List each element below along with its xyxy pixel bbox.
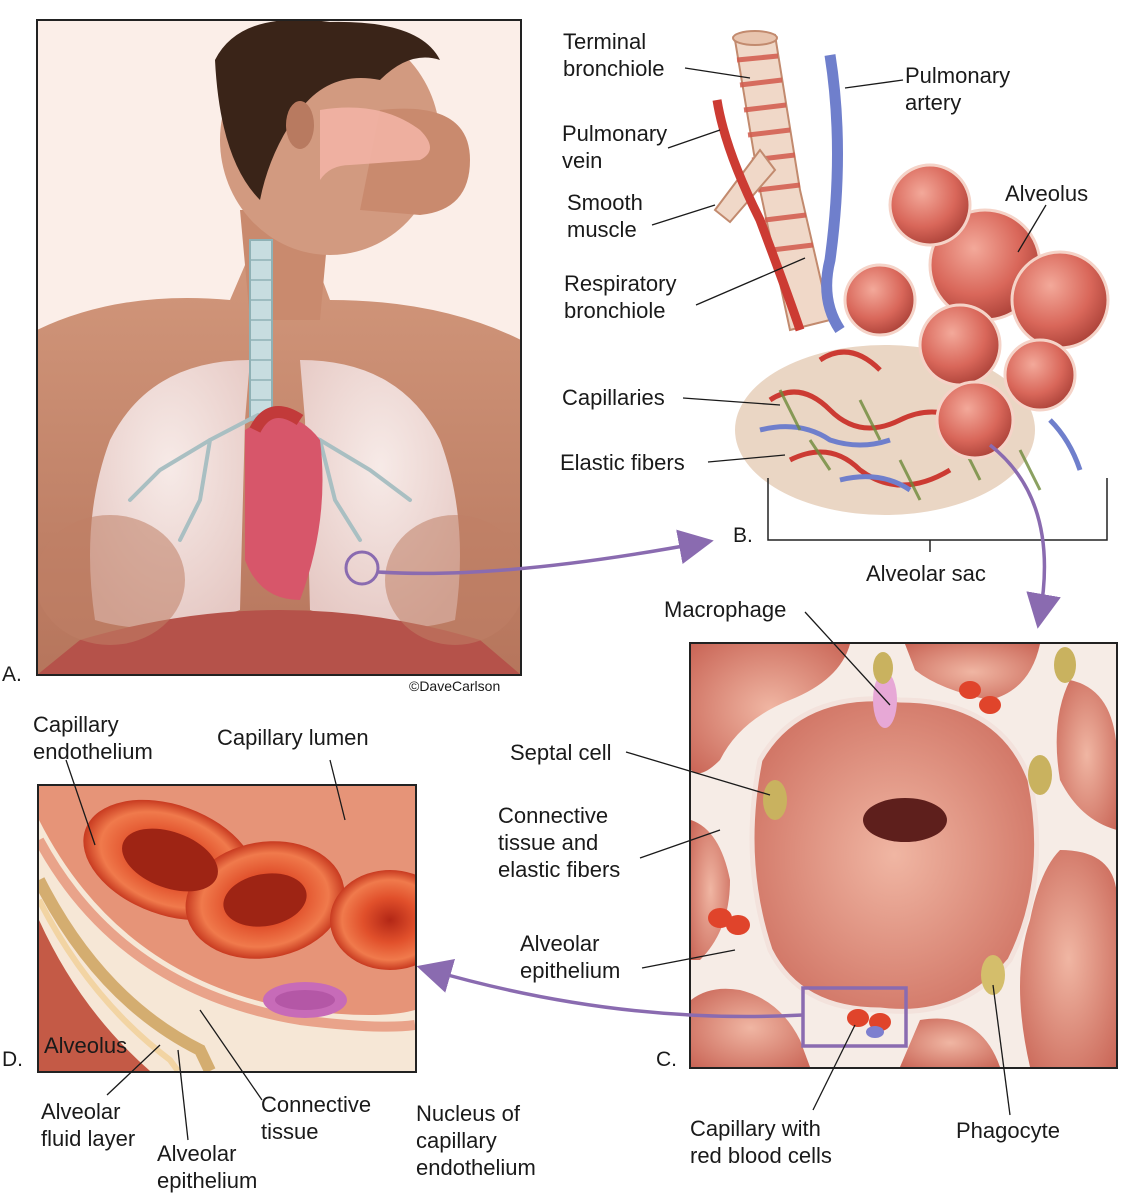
label-alveolar-epithelium-c: Alveolar epithelium: [520, 931, 621, 983]
label-alveolar-fluid-layer: Alveolar fluid layer: [41, 1099, 136, 1151]
leader-lines: [65, 67, 1047, 1141]
label-alveolus-d: Alveolus: [44, 1033, 128, 1058]
panel-label-b: B.: [733, 524, 753, 547]
panel-a-torso: [36, 19, 522, 676]
label-pulmonary-artery: Pulmonary artery: [905, 63, 1011, 115]
label-connective-tissue-d: Connective tissue: [261, 1092, 372, 1144]
label-alveolar-sac: Alveolar sac: [866, 561, 986, 586]
label-septal-cell: Septal cell: [510, 740, 612, 765]
credit-text: ©DaveCarlson: [409, 678, 501, 694]
label-elastic-fibers: Elastic fibers: [560, 450, 685, 475]
panel-label-c: C.: [656, 1048, 677, 1071]
panel-label-d: D.: [2, 1048, 23, 1071]
label-phagocyte: Phagocyte: [956, 1118, 1060, 1143]
label-terminal-bronchiole: Terminal bronchiole: [563, 29, 665, 81]
label-capillary-red-blood-cells: Capillary with red blood cells: [690, 1116, 832, 1168]
label-capillary-endothelium: Capillary endothelium: [33, 712, 153, 764]
label-respiratory-bronchiole: Respiratory bronchiole: [564, 271, 677, 323]
label-macrophage: Macrophage: [664, 597, 787, 622]
label-nucleus-capillary-endothelium: Nucleus of capillary endothelium: [416, 1101, 536, 1180]
label-smooth-muscle: Smooth muscle: [567, 190, 643, 242]
label-capillary-lumen: Capillary lumen: [217, 725, 369, 750]
panel-b-alveolar-sac: [712, 30, 1110, 552]
panel-d-respiratory-membrane: [37, 784, 417, 1073]
label-alveolar-epithelium-d: Alveolar epithelium: [157, 1141, 258, 1193]
label-connective-tissue-elastic: Connective tissue and elastic fibers: [498, 803, 621, 882]
label-pulmonary-vein: Pulmonary vein: [562, 121, 668, 173]
panel-c-alveolus-section: [689, 642, 1118, 1069]
panel-label-a: A.: [2, 663, 22, 686]
label-alveolus-b: Alveolus: [1005, 181, 1089, 206]
label-capillaries: Capillaries: [562, 385, 665, 410]
